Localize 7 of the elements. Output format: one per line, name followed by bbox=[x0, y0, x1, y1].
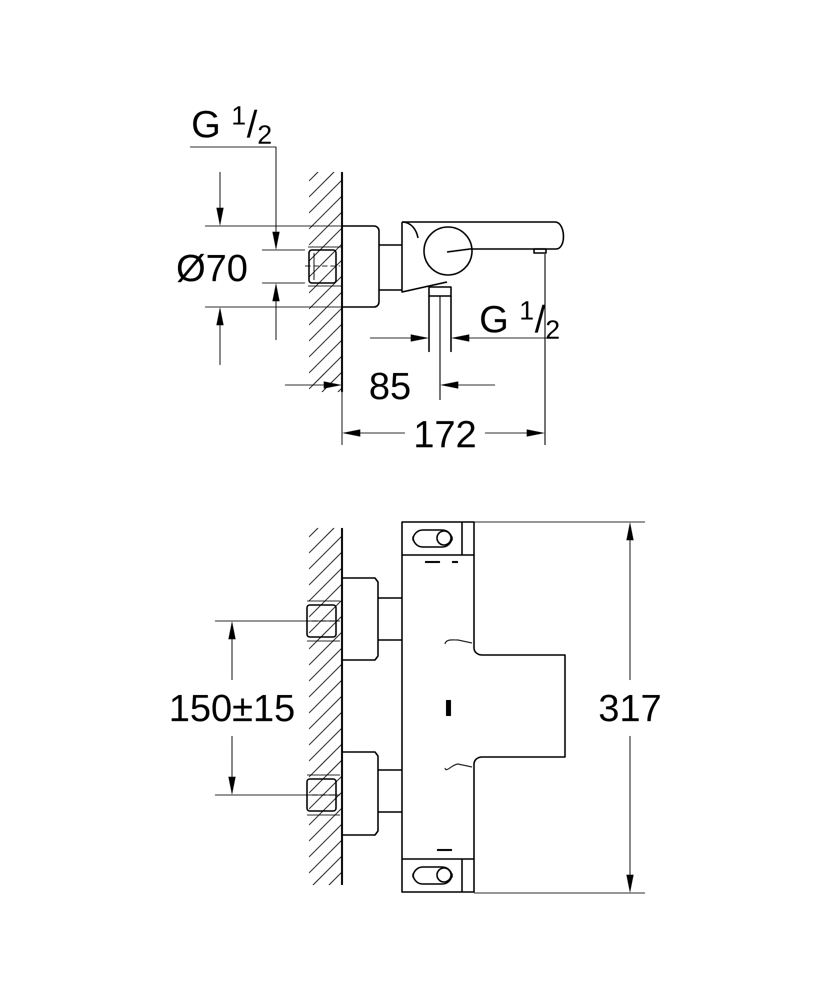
dimension-label: 85 bbox=[370, 372, 410, 400]
thread-size-label: G $^{1}$/$_{2}$ bbox=[193, 106, 271, 144]
dimension-label: Ø70 bbox=[177, 254, 246, 282]
dimension-label: 317 bbox=[600, 694, 660, 722]
dimension-label: 172 bbox=[416, 420, 475, 448]
thread-size-label: G $^{1}$/$_{2}$ bbox=[481, 301, 559, 339]
dimension-label: 150±15 bbox=[172, 694, 294, 722]
